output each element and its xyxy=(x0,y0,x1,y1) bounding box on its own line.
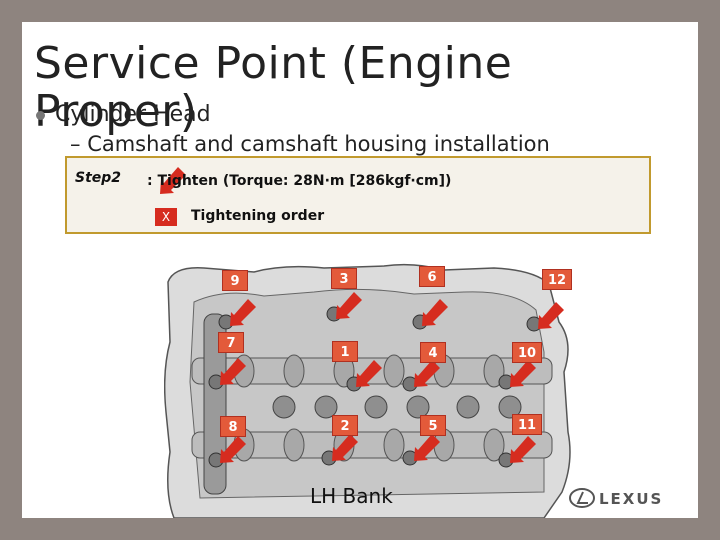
lexus-logo: LEXUS xyxy=(569,487,681,509)
bullet-item: Cylinder Head xyxy=(36,102,211,127)
dash-icon: – xyxy=(70,132,87,156)
bolt-badge-7: 7 xyxy=(218,332,244,353)
bolt-badge-4: 4 xyxy=(420,342,446,363)
bolt-badge-5: 5 xyxy=(420,415,446,436)
diagram-caption: LH Bank xyxy=(310,484,393,508)
slide: Service Point (Engine Proper) Cylinder H… xyxy=(22,22,698,518)
bolt-badge-2: 2 xyxy=(332,415,358,436)
bolt-badge-12: 12 xyxy=(542,269,572,290)
bolt-badge-8: 8 xyxy=(220,416,246,437)
engine-diagram xyxy=(164,262,590,518)
bolt-badge-6: 6 xyxy=(419,266,445,287)
bolt-badge-1: 1 xyxy=(332,341,358,362)
svg-text:LEXUS: LEXUS xyxy=(599,490,663,508)
sub-bullet-item: – Camshaft and camshaft housing installa… xyxy=(70,132,550,156)
tighten-instruction: : Tighten (Torque: 28N·m [286kgf·cm]) xyxy=(147,173,451,189)
bolt-badge-3: 3 xyxy=(331,268,357,289)
order-label: Tightening order xyxy=(191,208,324,224)
sub-bullet-text: Camshaft and camshaft housing installati… xyxy=(87,132,550,156)
bullet-text: Cylinder Head xyxy=(55,102,211,127)
order-marker: X xyxy=(155,208,177,226)
legend-box: Step2 : Tighten (Torque: 28N·m [286kgf·c… xyxy=(65,156,651,234)
bullet-dot-icon xyxy=(36,111,45,120)
bolt-badge-9: 9 xyxy=(222,270,248,291)
bolt-badge-11: 11 xyxy=(512,414,542,435)
step-label: Step2 xyxy=(75,170,121,186)
cylinder-head-illustration xyxy=(165,265,570,518)
bolt-badge-10: 10 xyxy=(512,342,542,363)
